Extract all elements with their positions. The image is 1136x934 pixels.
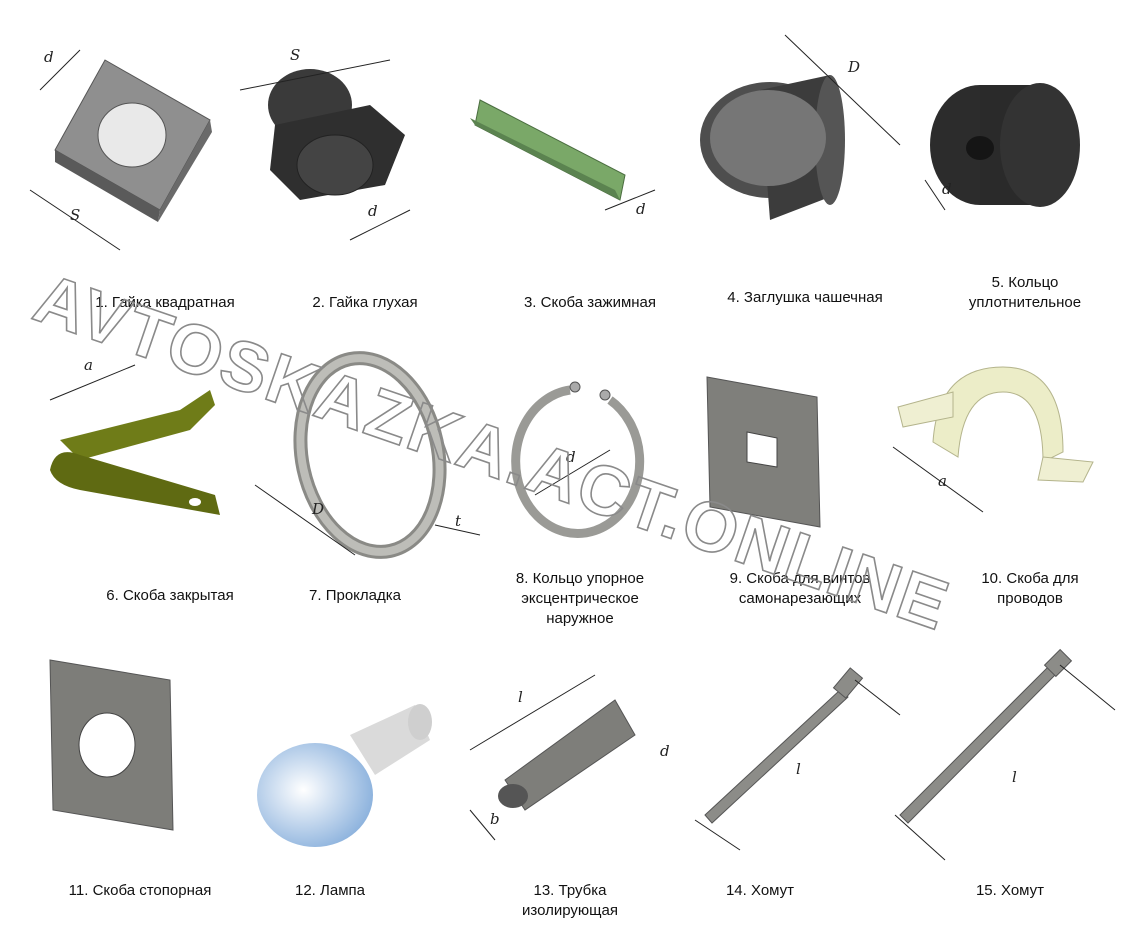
dim-l-15: l [1012, 768, 1017, 786]
wire-bracket-figure [892, 362, 1103, 527]
dim-d-2: d [368, 202, 378, 220]
retaining-ring-figure [500, 375, 650, 550]
caption-6: 6. Скоба закрытая [106, 587, 234, 604]
dim-l-14: l [796, 760, 801, 778]
screw-bracket-figure [702, 372, 832, 537]
lock-bracket-figure [45, 655, 185, 840]
dim-s-1: S [70, 206, 81, 224]
clamp-bracket-figure [455, 80, 675, 245]
caption-3: 3. Скоба зажимная [523, 294, 657, 311]
caption-7: 7. Прокладка [309, 587, 401, 604]
closed-bracket-figure [40, 360, 240, 535]
caption-2: 2. Гайка глухая [312, 294, 418, 311]
dim-a-10: a [938, 472, 947, 490]
cup-plug-figure [690, 20, 910, 235]
square-nut-figure [29, 40, 230, 275]
dim-b-13: b [490, 810, 500, 828]
caption-8: 8. Кольцо упорное эксцентрическое наружн… [515, 570, 645, 627]
caption-15: 15. Хомут [975, 882, 1045, 899]
caption-9: 9. Скоба для винтов самонарезающих [729, 570, 871, 607]
caption-10: 10. Скоба для проводов [981, 570, 1079, 607]
dim-a-6: a [84, 356, 93, 374]
caption-14: 14. Хомут [725, 882, 795, 899]
cap-nut-figure [239, 50, 420, 255]
dim-d-5: d [942, 180, 952, 198]
dim-D-4: D [848, 58, 861, 76]
cable-tie-14-figure [690, 655, 910, 860]
dim-d-13: d [660, 742, 670, 760]
dim-d-3: d [636, 200, 646, 218]
caption-12: 12. Лампа [295, 882, 365, 899]
dim-l-13: l [518, 688, 523, 706]
cable-tie-15-figure [890, 648, 1120, 875]
dim-d-1: d [44, 48, 54, 66]
dim-t-7: t [455, 512, 462, 530]
dim-d-8: d [566, 448, 576, 466]
insulating-tube-figure [465, 670, 685, 855]
caption-11: 11. Скоба стопорная [68, 882, 212, 899]
gasket-figure [254, 345, 485, 570]
caption-5: 5. Кольцо уплотнительное [968, 274, 1082, 311]
lamp-figure [255, 695, 445, 860]
caption-1: 1. Гайка квадратная [95, 294, 235, 311]
caption-4: 4. Заглушка чашечная [727, 289, 883, 306]
dim-D-7: D [312, 500, 325, 518]
watermark-text: AVTOSKAZKA.ACT.ONLINE [25, 258, 959, 645]
caption-13: 13. Трубка изолирующая [522, 882, 618, 919]
sealing-ring-figure [924, 60, 1085, 235]
dim-s-2: S [290, 46, 301, 64]
